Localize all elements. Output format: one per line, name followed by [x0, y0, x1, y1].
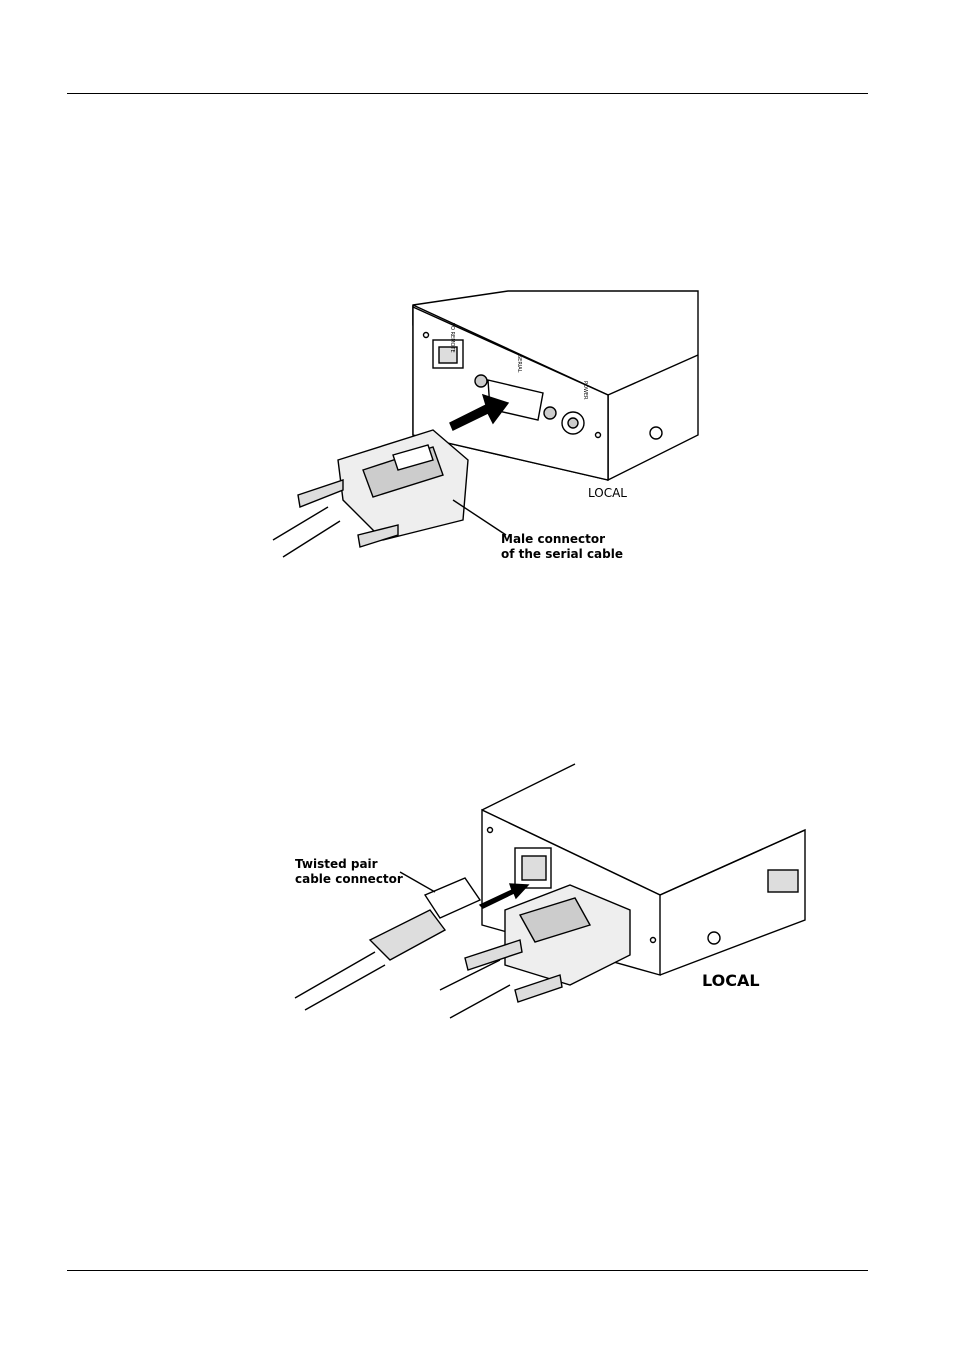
port-label-to-remote: TO REMOTE — [449, 322, 455, 353]
twisted-pair-illustration: Twisted pair cable connector LOCAL — [290, 760, 810, 1025]
unit-label-local: LOCAL — [588, 486, 627, 500]
footer-rule — [67, 1270, 868, 1271]
serial-connection-illustration: TO REMOTE SERIAL POWER LOCAL Male connec… — [268, 285, 708, 565]
port-label-serial: SERIAL — [516, 355, 522, 373]
callout-serial-cable: of the serial cable — [501, 547, 623, 561]
figure-twisted-pair-connection: Twisted pair cable connector LOCAL — [290, 760, 810, 1025]
callout-male-connector: Male connector — [501, 532, 605, 546]
figure-serial-connection: TO REMOTE SERIAL POWER LOCAL Male connec… — [268, 285, 708, 565]
callout-cable-connector: cable connector — [295, 872, 403, 886]
port-label-power: POWER — [582, 381, 588, 400]
callout-twisted-pair: Twisted pair — [295, 857, 378, 871]
header-rule — [67, 93, 868, 94]
unit-label-local: LOCAL — [702, 971, 760, 990]
